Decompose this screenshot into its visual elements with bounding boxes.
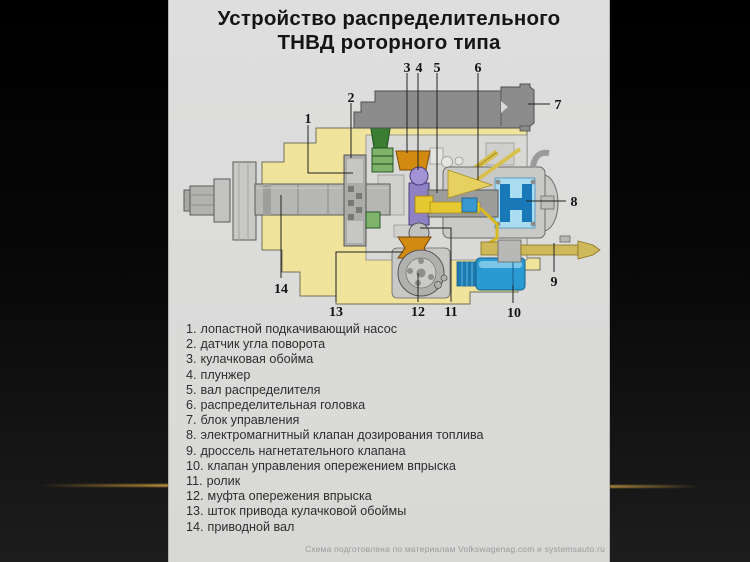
legend-item-6: 6.распределительная головка (186, 398, 596, 413)
light-streak-left (40, 484, 168, 487)
legend-num: 10. (186, 458, 204, 473)
legend-num: 2. (186, 337, 197, 352)
legend-num: 8. (186, 428, 197, 443)
distributor-shaft (414, 189, 499, 218)
legend-num: 14. (186, 519, 204, 534)
vane-pump (343, 154, 367, 247)
callout-4: 4 (416, 61, 423, 76)
legend-label: кулачковая обойма (200, 352, 314, 367)
legend-item-1: 1.лопастной подкачивающий насос (186, 322, 596, 337)
title-line-2: ТНВД роторного типа (277, 30, 501, 54)
timing-control-valve (456, 257, 526, 291)
legend-label: плунжер (200, 367, 251, 382)
callout-13: 13 (329, 305, 343, 320)
legend-num: 11. (186, 474, 203, 489)
cam-ring (395, 150, 431, 171)
legend-label: шток привода кулачковой обоймы (207, 504, 407, 519)
control-unit (353, 83, 535, 132)
callout-5: 5 (434, 61, 441, 76)
callout-6: 6 (475, 61, 482, 76)
light-streak-right (610, 485, 700, 488)
legend-num: 12. (186, 489, 204, 504)
legend-num: 7. (186, 413, 197, 428)
legend-label: ролик (206, 474, 241, 489)
legend-num: 3. (186, 352, 197, 367)
legend-num: 5. (186, 382, 197, 397)
slide: Устройство распределительного ТНВД ротор… (168, 0, 610, 562)
legend-num: 13. (186, 504, 204, 519)
head-tab (540, 195, 555, 210)
legend-label: муфта опережения впрыска (207, 489, 372, 504)
angle-sensor (365, 122, 394, 229)
callout-14: 14 (274, 282, 288, 297)
callout-3: 3 (404, 61, 411, 76)
legend-label: датчик угла поворота (200, 337, 326, 352)
slide-title: Устройство распределительного ТНВД ротор… (168, 7, 610, 55)
pump-rotor-teeth (348, 186, 362, 220)
legend-item-14: 14.приводной вал (186, 520, 596, 535)
legend-label: дроссель нагнетательного клапана (200, 443, 406, 458)
fuel-line (478, 206, 499, 245)
legend-item-13: 13.шток привода кулачковой обоймы (186, 504, 596, 519)
legend-item-11: 11.ролик (186, 474, 596, 489)
callout-11: 11 (444, 305, 457, 320)
callout-1: 1 (305, 112, 312, 127)
fuel-gallery (447, 169, 494, 199)
fuel-metering-valve (500, 184, 532, 222)
leader-lines (280, 73, 566, 303)
legend-label: блок управления (200, 413, 300, 428)
callout-numbers: 1 2 3 4 5 6 7 8 9 10 11 12 13 14 (274, 61, 578, 320)
callout-12: 12 (411, 305, 425, 320)
legend-item-10: 10.клапан управления опережением впрыска (186, 459, 596, 474)
legend: 1.лопастной подкачивающий насос 2.датчик… (186, 322, 596, 535)
legend-num: 4. (186, 367, 197, 382)
legend-num: 1. (186, 322, 197, 336)
mechanism-details (377, 142, 515, 238)
solenoid-highlight (479, 261, 522, 268)
drive-shaft (183, 161, 391, 241)
legend-item-12: 12.муфта опережения впрыска (186, 489, 596, 504)
callout-2: 2 (348, 91, 355, 106)
callout-9: 9 (551, 275, 558, 290)
delivery-valve-throttle (480, 235, 601, 263)
legend-label: приводной вал (207, 519, 295, 534)
callout-7: 7 (555, 98, 562, 113)
head-fitting (530, 149, 550, 168)
legend-label: вал распределителя (200, 382, 321, 397)
legend-num: 9. (186, 443, 197, 458)
timing-advance-coupler (397, 249, 448, 297)
legend-item-8: 8.электромагнитный клапан дозирования то… (186, 428, 596, 443)
legend-item-7: 7.блок управления (186, 413, 596, 428)
title-line-1: Устройство распределительного (217, 7, 561, 30)
legend-item-9: 9.дроссель нагнетательного клапана (186, 444, 596, 459)
legend-item-3: 3.кулачковая обойма (186, 352, 596, 367)
legend-num: 6. (186, 398, 197, 413)
legend-item-4: 4.плунжер (186, 368, 596, 383)
legend-label: распределительная головка (200, 398, 366, 413)
legend-label: клапан управления опережением впрыска (207, 458, 456, 473)
legend-item-5: 5.вал распределителя (186, 383, 596, 398)
callout-8: 8 (571, 195, 578, 210)
legend-label: лопастной подкачивающий насос (200, 322, 398, 336)
connector-tab (519, 125, 531, 132)
legend-item-2: 2.датчик угла поворота (186, 337, 596, 352)
shaft-port (461, 197, 478, 213)
connector-notch (501, 101, 508, 113)
source-caption: Схема подготовлена по материалам Volkswa… (304, 544, 605, 554)
callout-10: 10 (507, 306, 521, 320)
legend-label: электромагнитный клапан дозирования топл… (200, 428, 484, 443)
pump-diagram: 1 2 3 4 5 6 7 8 9 10 11 12 13 14 (183, 61, 601, 320)
